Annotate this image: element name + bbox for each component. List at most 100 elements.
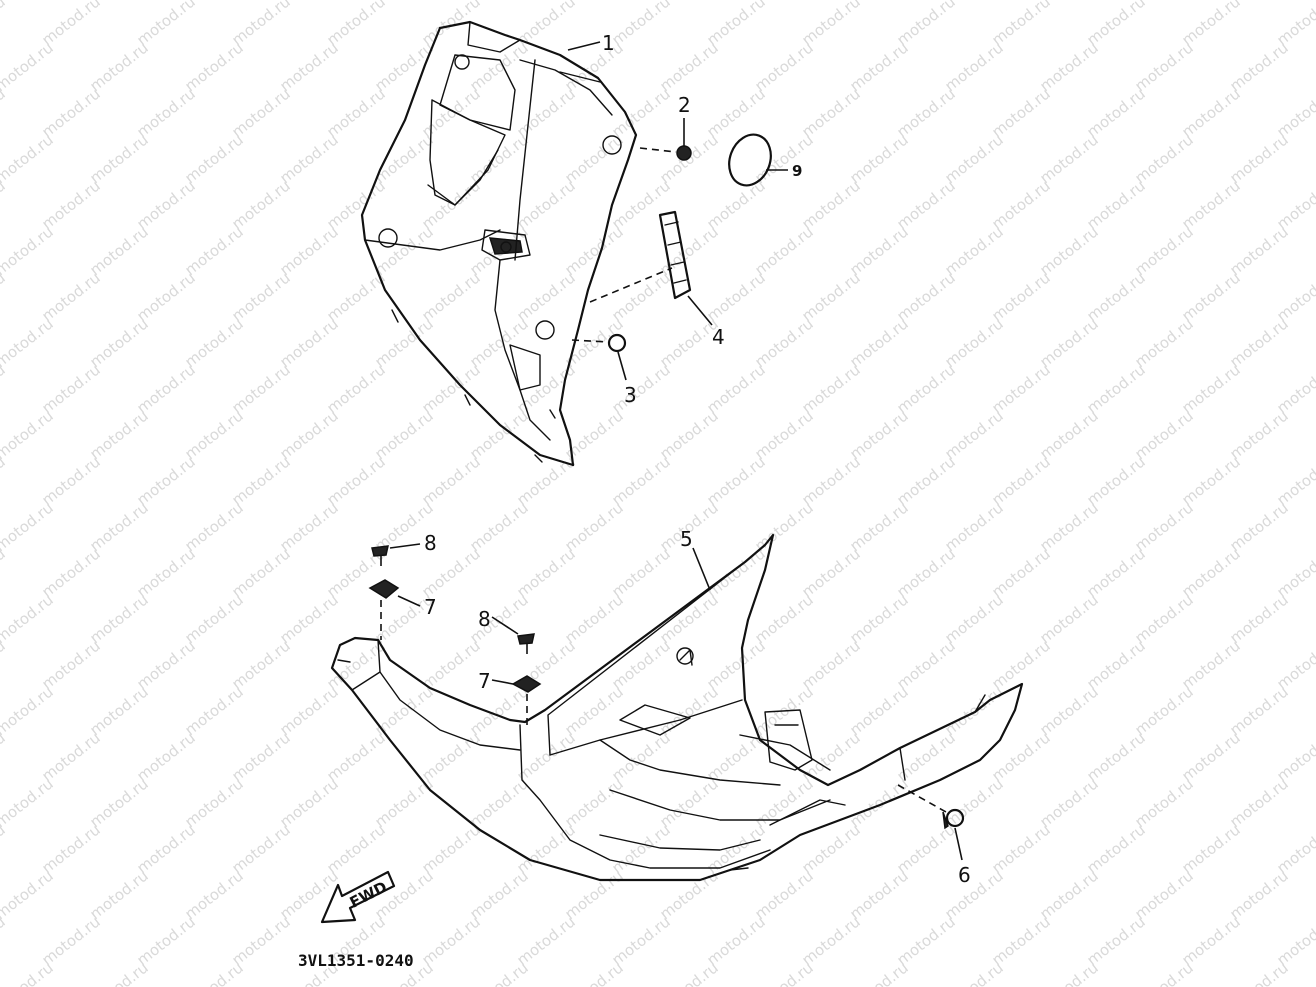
watermark-text: motod.ru (798, 821, 863, 878)
part-4-plate (589, 210, 713, 326)
watermark-text: motod.ru (418, 361, 483, 418)
watermark-text: motod.ru (703, 269, 768, 326)
watermark-text: motod.ru (133, 545, 198, 602)
watermark-text: motod.ru (133, 913, 198, 970)
watermark-text: motod.ru (561, 867, 626, 924)
watermark-text: motod.ru (608, 269, 673, 326)
watermark-text: motod.ru (703, 913, 768, 970)
watermark-text: motod.ru (988, 269, 1053, 326)
watermark-text: motod.ru (133, 453, 198, 510)
watermark-text: motod.ru (513, 729, 578, 786)
watermark-text: motod.ru (846, 131, 911, 188)
watermark-text: motod.ru (1226, 39, 1291, 96)
watermark-text: motod.ru (276, 591, 341, 648)
watermark-text: motod.ru (608, 85, 673, 142)
watermark-text: motod.ru (466, 407, 531, 464)
watermark-text: motod.ru (418, 269, 483, 326)
watermark-text: motod.ru (1178, 913, 1243, 970)
watermark-text: motod.ru (86, 867, 151, 924)
watermark-text: motod.ru (228, 913, 293, 970)
part-1-leg-shield-cover (360, 20, 638, 467)
watermark-text: motod.ru (86, 591, 151, 648)
watermark-text: motod.ru (228, 453, 293, 510)
watermark-text: motod.ru (656, 39, 721, 96)
watermark-text: motod.ru (1178, 361, 1243, 418)
watermark-text: motod.ru (656, 775, 721, 832)
watermark-text: motod.ru (86, 39, 151, 96)
watermark-text: motod.ru (1131, 959, 1196, 987)
watermark-text: motod.ru (846, 959, 911, 987)
watermark-text: motod.ru (1036, 315, 1101, 372)
watermark-text: motod.ru (608, 637, 673, 694)
watermark-text: motod.ru (418, 637, 483, 694)
watermark-text: motod.ru (86, 775, 151, 832)
watermark-text: motod.ru (0, 407, 57, 464)
watermark-text: motod.ru (38, 453, 103, 510)
watermark-text: motod.ru (181, 775, 246, 832)
watermark-text: motod.ru (608, 453, 673, 510)
watermark-text: motod.ru (228, 0, 293, 49)
watermark-text: motod.ru (988, 545, 1053, 602)
callout-4: 4 (712, 325, 725, 349)
watermark-text: motod.ru (133, 85, 198, 142)
watermark-text: motod.ru (1036, 131, 1101, 188)
watermark-text: motod.ru (1131, 131, 1196, 188)
watermark-text: motod.ru (0, 683, 57, 740)
watermark-text: motod.ru (608, 913, 673, 970)
watermark-text: motod.ru (228, 729, 293, 786)
watermark-text: motod.ru (1036, 959, 1101, 987)
watermark-text: motod.ru (1131, 407, 1196, 464)
watermark-text: motod.ru (751, 39, 816, 96)
watermark-text: motod.ru (561, 131, 626, 188)
watermark-text: motod.ru (0, 0, 9, 49)
watermark-text: motod.ru (846, 591, 911, 648)
watermark-text: motod.ru (133, 637, 198, 694)
watermark-text: motod.ru (988, 361, 1053, 418)
watermark-text: motod.ru (276, 315, 341, 372)
watermark-text: motod.ru (941, 959, 1006, 987)
watermark-text: motod.ru (1036, 499, 1101, 556)
watermark-text: motod.ru (988, 821, 1053, 878)
watermark-text: motod.ru (0, 775, 57, 832)
watermark-text: motod.ru (133, 361, 198, 418)
watermark-text: motod.ru (751, 499, 816, 556)
watermark-text: motod.ru (1083, 637, 1148, 694)
watermark-text: motod.ru (323, 85, 388, 142)
watermark-text: motod.ru (276, 775, 341, 832)
watermark-text: motod.ru (798, 361, 863, 418)
watermark-text: motod.ru (941, 499, 1006, 556)
watermark-text: motod.ru (1083, 545, 1148, 602)
watermark-text: motod.ru (1131, 315, 1196, 372)
watermark-text: motod.ru (1178, 545, 1243, 602)
watermark-text: motod.ru (846, 683, 911, 740)
watermark-text: motod.ru (418, 821, 483, 878)
watermark-text: motod.ru (323, 0, 388, 49)
watermark-text: motod.ru (323, 729, 388, 786)
watermark-text: motod.ru (1178, 269, 1243, 326)
watermark-text: motod.ru (38, 177, 103, 234)
watermark-text: motod.ru (133, 0, 198, 49)
watermark-text: motod.ru (893, 0, 958, 49)
watermark-text: motod.ru (846, 39, 911, 96)
watermark-text: motod.ru (181, 867, 246, 924)
watermark-text: motod.ru (561, 591, 626, 648)
watermark-text: motod.ru (0, 131, 57, 188)
watermark-text: motod.ru (38, 545, 103, 602)
watermark-text: motod.ru (181, 223, 246, 280)
part-7-clip-center (491, 675, 542, 728)
watermark-text: motod.ru (1036, 775, 1101, 832)
watermark-text: motod.ru (0, 959, 57, 987)
watermark-text: motod.ru (751, 867, 816, 924)
watermark-text: motod.ru (323, 177, 388, 234)
callout-8b: 8 (478, 607, 491, 631)
watermark-text: motod.ru (38, 269, 103, 326)
watermark-text: motod.ru (846, 499, 911, 556)
watermark-text: motod.ru (276, 131, 341, 188)
watermark-text: motod.ru (846, 867, 911, 924)
watermark-text: motod.ru (561, 499, 626, 556)
watermark-text: motod.ru (228, 177, 293, 234)
watermark-text: motod.ru (751, 591, 816, 648)
watermark-text: motod.ru (228, 637, 293, 694)
